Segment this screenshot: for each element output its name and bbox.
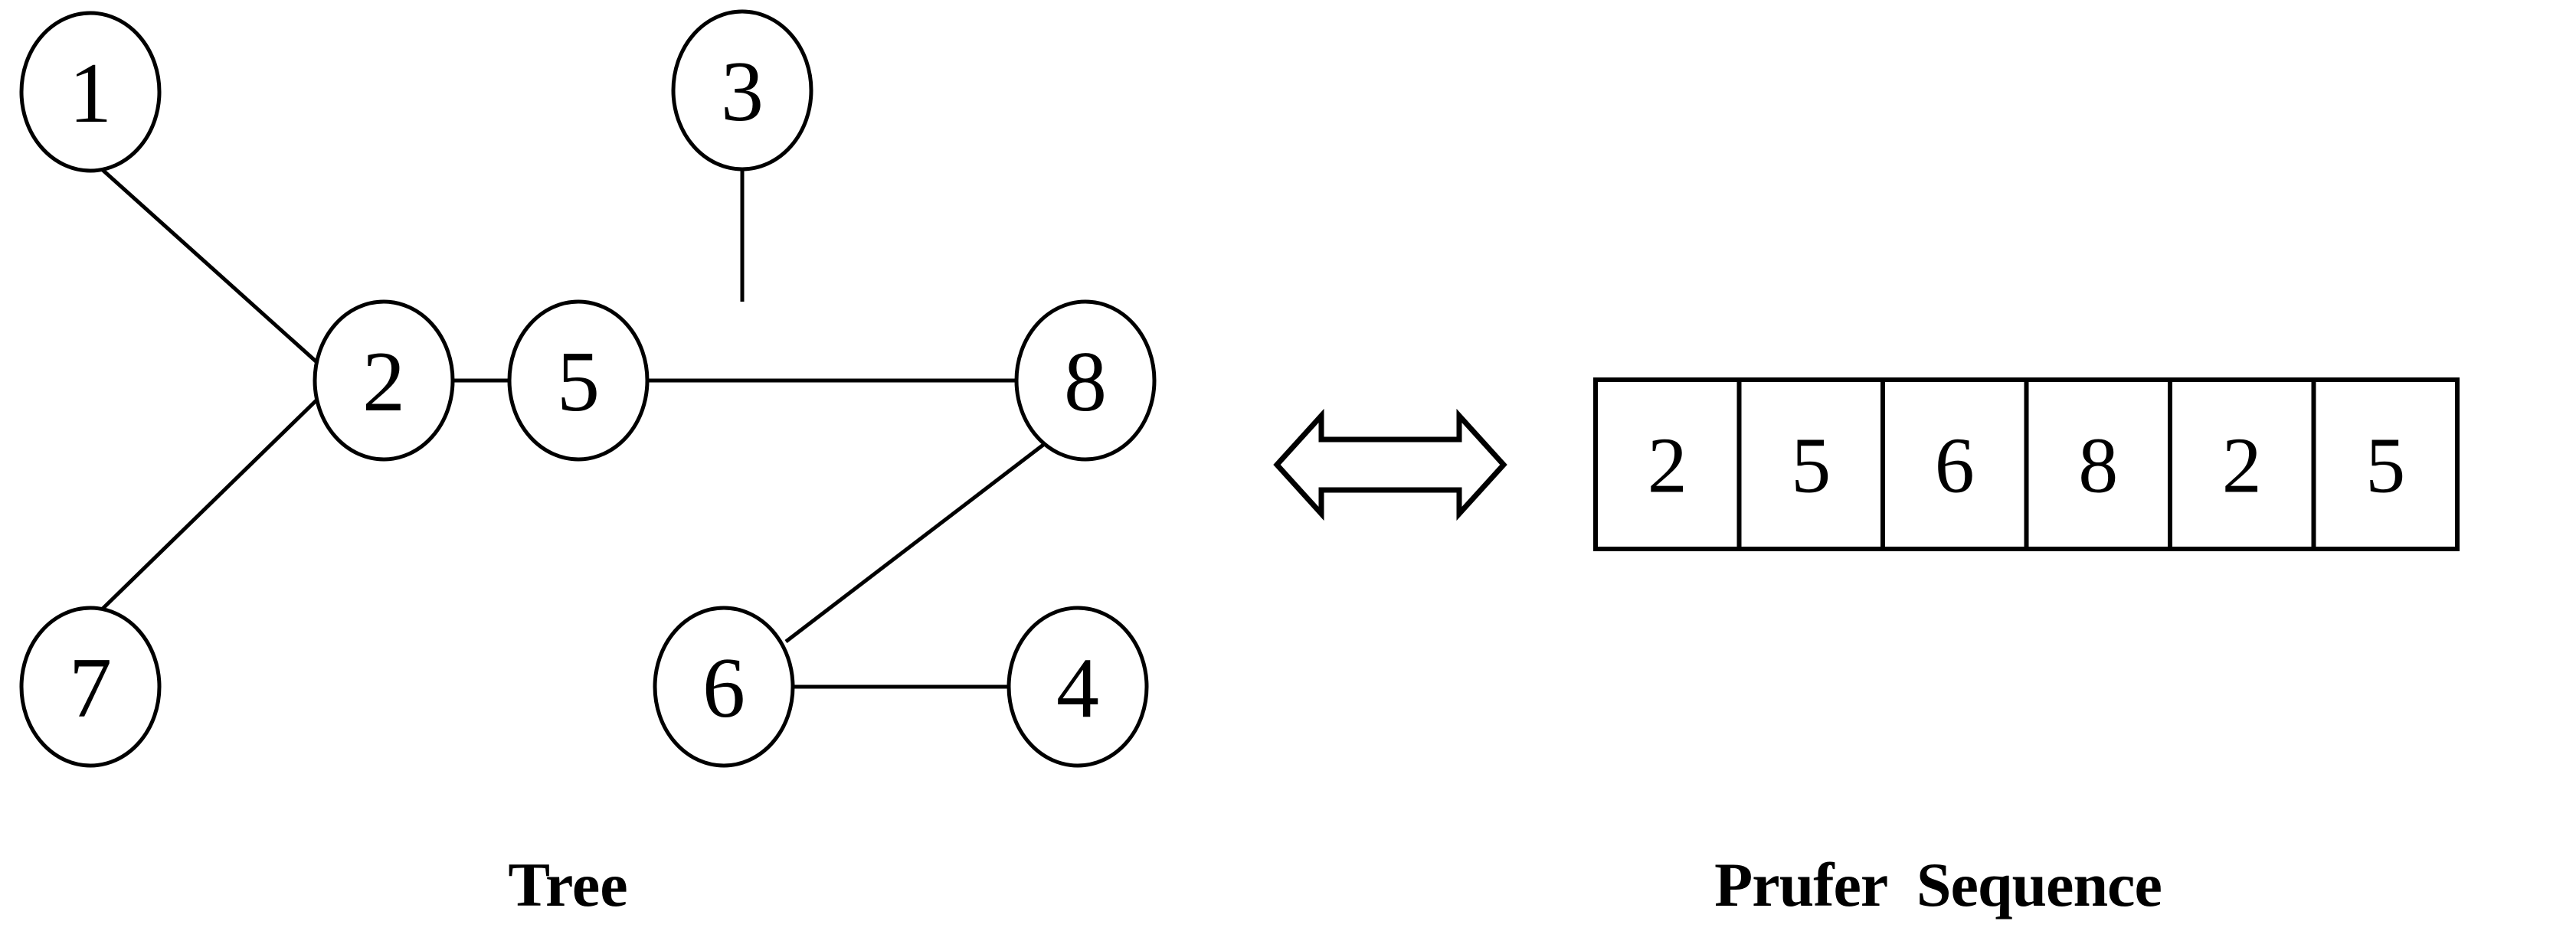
prufer-cell-5[interactable]: 5	[2311, 377, 2460, 551]
node-circle	[653, 606, 795, 768]
prufer-cell-4[interactable]: 2	[2168, 377, 2316, 551]
edge-8-6	[784, 443, 1045, 643]
node-circle	[671, 9, 813, 171]
node-label: 1	[69, 46, 112, 141]
node-label: 3	[721, 44, 764, 139]
node-label: 4	[1056, 641, 1099, 736]
node-label: 2	[362, 335, 405, 430]
prufer-cell-border	[1593, 377, 1742, 551]
prufer-sequence-caption: Prufer Sequence	[1714, 850, 2162, 920]
tree-caption: Tree	[508, 850, 628, 920]
prufer-cell-value: 5	[2365, 422, 2405, 510]
tree-node-1[interactable]: 1	[19, 11, 162, 173]
prufer-cell-border	[1880, 377, 2029, 551]
tree-edges	[101, 168, 1045, 689]
prufer-cell-1[interactable]: 5	[1736, 377, 1885, 551]
tree-node-2[interactable]: 2	[313, 299, 455, 462]
tree-nodes: 1 2 3 5 8 7	[19, 9, 1157, 768]
prufer-cell-0[interactable]: 2	[1593, 377, 1742, 551]
node-label: 7	[69, 641, 112, 736]
tree-node-3[interactable]: 3	[671, 9, 813, 171]
prufer-cell-value: 2	[2222, 422, 2262, 510]
edge-7-2	[101, 395, 322, 610]
prufer-cell-3[interactable]: 8	[2024, 377, 2172, 551]
edge-1-2	[101, 168, 322, 367]
prufer-cell-value: 5	[1791, 422, 1831, 510]
prufer-cell-2[interactable]: 6	[1880, 377, 2029, 551]
prufer-cell-border	[2311, 377, 2460, 551]
node-circle	[19, 11, 162, 173]
node-circle	[19, 606, 162, 768]
node-circle	[507, 299, 650, 462]
tree-node-4[interactable]: 4	[1007, 606, 1149, 768]
node-circle	[1014, 299, 1157, 462]
node-circle	[1007, 606, 1149, 768]
tree-node-8[interactable]: 8	[1014, 299, 1157, 462]
node-label: 5	[557, 335, 600, 430]
node-circle	[313, 299, 455, 462]
tree-node-5[interactable]: 5	[507, 299, 650, 462]
prufer-cell-border	[2168, 377, 2316, 551]
node-label: 8	[1064, 335, 1107, 430]
prufer-cell-value: 8	[2078, 422, 2118, 510]
prufer-cell-value: 2	[1648, 422, 1687, 510]
double-headed-arrow-icon	[1273, 408, 1507, 521]
node-label: 6	[702, 641, 745, 736]
prufer-sequence-boxes: 2 5 6 8 2 5	[1593, 377, 2460, 551]
prufer-cell-value: 6	[1935, 422, 1975, 510]
tree-node-6[interactable]: 6	[653, 606, 795, 768]
tree-node-7[interactable]: 7	[19, 606, 162, 768]
